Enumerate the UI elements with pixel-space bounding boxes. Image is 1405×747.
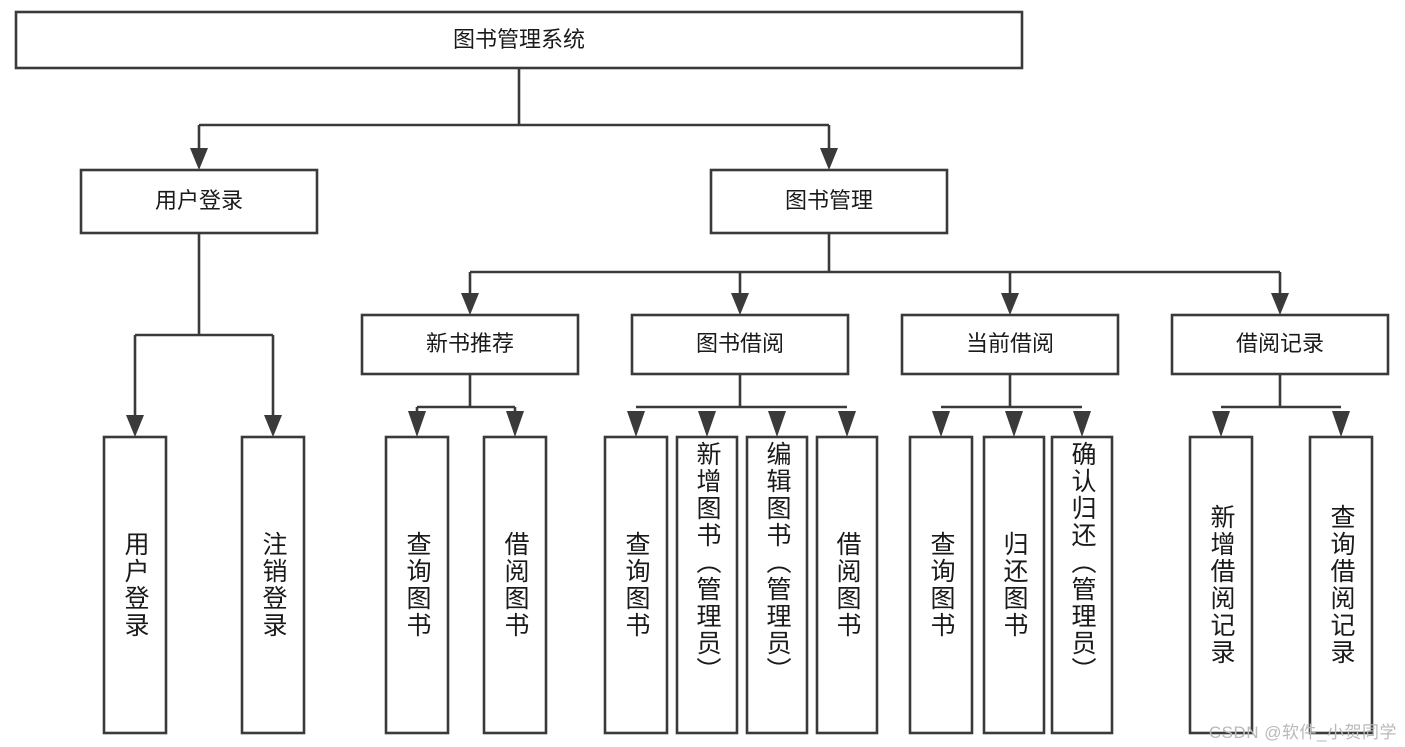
- node-user-login[interactable]: 用户登录: [79, 168, 319, 235]
- arrow-to-borrow-record: [1271, 293, 1289, 315]
- node-borrow-record-label: 借阅记录: [1236, 331, 1324, 356]
- node-leaf-query-book-3-box[interactable]: [908, 435, 974, 735]
- node-leaf-user-logout-box[interactable]: [240, 435, 306, 735]
- node-current-borrow-box[interactable]: [900, 313, 1120, 376]
- arrow-to-new-book-recommend: [461, 293, 479, 315]
- csdn-watermark: CSDN @软件_小贺同学: [1208, 723, 1397, 742]
- node-leaf-borrow-book-1-box[interactable]: [482, 435, 548, 735]
- node-root-box[interactable]: [14, 10, 1024, 70]
- node-leaf-return-book-box[interactable]: [982, 435, 1046, 735]
- node-user-login-box[interactable]: [79, 168, 319, 235]
- arrow-to-leaf-query-book-2: [627, 411, 645, 437]
- connector-group-borrow-record: [1212, 374, 1350, 437]
- arrow-to-current-borrow: [1001, 293, 1019, 315]
- arrow-to-leaf-add-record: [1212, 411, 1230, 437]
- node-book-borrow-label: 图书借阅: [696, 331, 784, 356]
- node-leaf-borrow-book-2-box[interactable]: [815, 435, 879, 735]
- node-leaf-edit-book-box[interactable]: [745, 435, 809, 735]
- connector-group-book-manage: [461, 233, 1289, 315]
- arrow-to-user-login: [190, 148, 208, 170]
- node-current-borrow[interactable]: 当前借阅: [900, 313, 1120, 376]
- node-book-borrow-box[interactable]: [630, 313, 850, 376]
- arrow-to-leaf-confirm-return: [1073, 411, 1091, 437]
- node-borrow-record[interactable]: 借阅记录: [1170, 313, 1390, 376]
- node-root[interactable]: 图书管理系统: [14, 10, 1024, 70]
- arrow-to-leaf-edit-book: [768, 411, 786, 437]
- arrow-to-leaf-user-login: [126, 415, 144, 437]
- node-leaf-confirm-return-box[interactable]: [1050, 435, 1114, 735]
- node-leaf-query-book-2-box[interactable]: [603, 435, 669, 735]
- arrow-to-book-manage: [820, 148, 838, 170]
- connector-group-user-login: [126, 233, 282, 437]
- node-book-manage[interactable]: 图书管理: [709, 168, 949, 235]
- arrow-to-leaf-query-book-1: [408, 411, 426, 437]
- connector-group-root: [190, 68, 838, 170]
- node-leaf-query-record-box[interactable]: [1308, 435, 1374, 735]
- node-book-manage-label: 图书管理: [785, 188, 873, 213]
- node-current-borrow-label: 当前借阅: [966, 331, 1054, 356]
- node-leaf-add-book-box[interactable]: [675, 435, 739, 735]
- arrow-to-leaf-query-book-3: [932, 411, 950, 437]
- node-leaf-add-record-box[interactable]: [1188, 435, 1254, 735]
- arrow-to-leaf-return-book: [1005, 411, 1023, 437]
- connector-group-new-book-recommend: [408, 374, 524, 437]
- arrow-to-book-borrow: [731, 293, 749, 315]
- arrow-to-leaf-add-book: [698, 411, 716, 437]
- connector-group-book-borrow: [627, 374, 856, 437]
- connector-group-current-borrow: [932, 374, 1091, 437]
- arrow-to-leaf-user-logout: [264, 415, 282, 437]
- node-root-label: 图书管理系统: [453, 27, 585, 52]
- node-new-book-recommend[interactable]: 新书推荐: [360, 313, 580, 376]
- node-new-book-recommend-box[interactable]: [360, 313, 580, 376]
- node-book-manage-box[interactable]: [709, 168, 949, 235]
- node-user-login-label: 用户登录: [155, 188, 243, 213]
- arrow-to-leaf-borrow-book-2: [838, 411, 856, 437]
- arrow-to-leaf-query-record: [1332, 411, 1350, 437]
- node-leaf-user-login-box[interactable]: [102, 435, 168, 735]
- node-book-borrow[interactable]: 图书借阅: [630, 313, 850, 376]
- node-leaf-query-book-1-box[interactable]: [384, 435, 450, 735]
- node-new-book-recommend-label: 新书推荐: [426, 331, 514, 356]
- arrow-to-leaf-borrow-book-1: [506, 411, 524, 437]
- node-borrow-record-box[interactable]: [1170, 313, 1390, 376]
